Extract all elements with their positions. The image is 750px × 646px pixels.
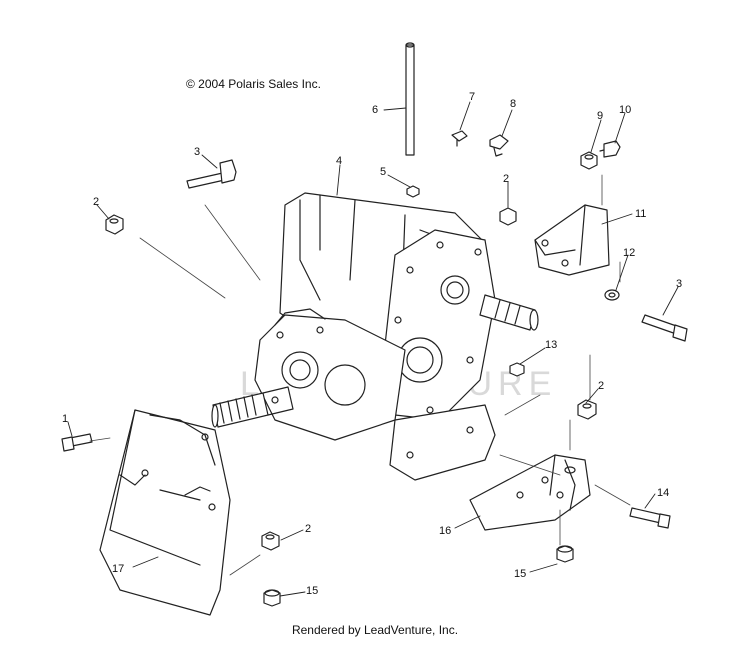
callout-12: 12 (623, 247, 635, 259)
callout-11: 11 (635, 208, 646, 220)
part-3-bolt-left (186, 159, 237, 189)
callout-6: 6 (372, 104, 378, 116)
part-2-nut-lower (261, 531, 280, 551)
part-10-bolt (599, 140, 621, 158)
assembly-guide-lines (89, 174, 631, 576)
callout-leaders (67, 101, 679, 597)
part-8-clip (489, 134, 509, 157)
callout-16: 16 (439, 525, 451, 537)
rendered-by-footer: Rendered by LeadVenture, Inc. (291, 623, 459, 637)
part-17-bracket (99, 409, 231, 616)
part-5-nut (406, 185, 420, 198)
callout-2: 2 (305, 523, 311, 535)
callout-15: 15 (306, 585, 318, 597)
part-11-bracket (534, 204, 610, 276)
callout-10: 10 (619, 104, 631, 116)
callout-4: 4 (336, 155, 342, 167)
callout-17: 17 (112, 563, 124, 575)
part-14-bolt (629, 507, 671, 529)
part-7-clip (451, 130, 468, 147)
callout-2: 2 (503, 173, 509, 185)
part-13-nut (509, 362, 525, 377)
part-6-rod (405, 42, 415, 156)
callout-7: 7 (469, 91, 475, 103)
callout-2: 2 (93, 196, 99, 208)
part-15-bolt-right (556, 545, 574, 563)
callout-2: 2 (598, 380, 604, 392)
part-15-bolt-lower (263, 589, 281, 607)
callout-5: 5 (380, 166, 386, 178)
copyright-text: © 2004 Polaris Sales Inc. (186, 77, 321, 91)
part-2-nut-right-upper (499, 207, 517, 226)
callout-15: 15 (514, 568, 526, 580)
part-4-transmission (211, 192, 539, 481)
part-16-bracket (469, 454, 591, 531)
callout-14: 14 (657, 487, 669, 499)
part-9-flange-nut (580, 151, 598, 170)
callout-9: 9 (597, 110, 603, 122)
callout-8: 8 (510, 98, 516, 110)
callout-1: 1 (62, 413, 68, 425)
part-2-nut-left (105, 214, 124, 235)
callout-13: 13 (545, 339, 557, 351)
part-2-nut-right-mid (577, 399, 597, 420)
part-3-bolt-right (641, 314, 688, 342)
callout-3: 3 (194, 146, 200, 158)
callout-3: 3 (676, 278, 682, 290)
part-1-bolt (61, 433, 93, 452)
part-12-washer (604, 289, 620, 301)
